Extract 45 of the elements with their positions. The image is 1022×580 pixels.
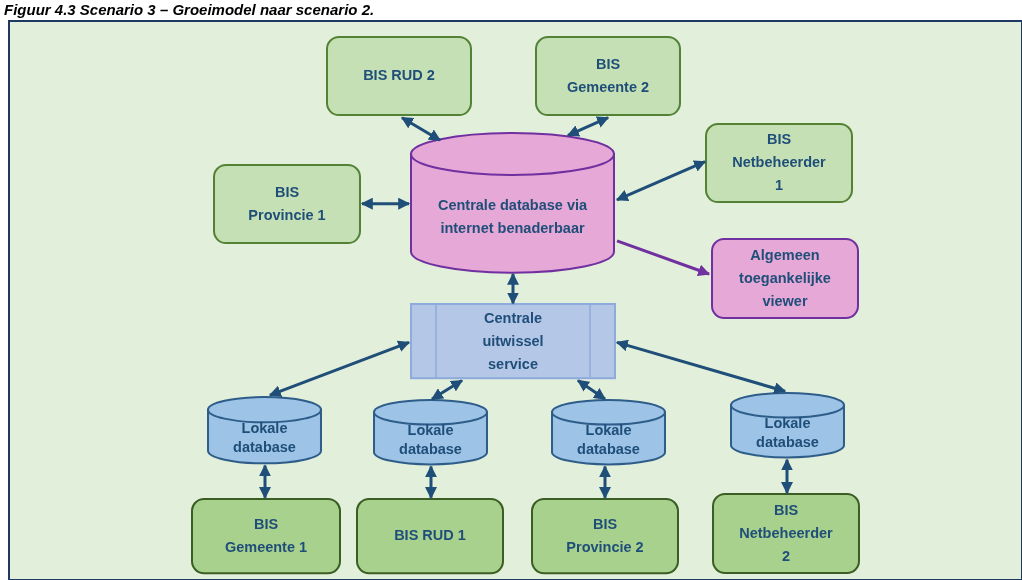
- connector-arrow: [615, 339, 787, 394]
- connector-arrow: [268, 340, 411, 397]
- connector-arrow: [781, 458, 793, 495]
- service-box: [410, 303, 616, 380]
- connector-arrow: [400, 116, 442, 142]
- system-box: [535, 35, 681, 116]
- node-label: BIS RUD 1: [394, 526, 466, 546]
- database-cylinder: [730, 392, 845, 459]
- connector-arrow: [425, 465, 437, 499]
- node-label: BIS RUD 2: [363, 66, 435, 86]
- connector-arrow: [431, 379, 463, 401]
- connector-arrow: [615, 160, 707, 202]
- node-label: Lokale database: [232, 418, 297, 457]
- node-label: BIS Provincie 1: [247, 182, 327, 225]
- connector-arrow: [577, 379, 606, 401]
- node-label: BIS Netbeheerder 2: [738, 500, 834, 566]
- connector-arrow: [566, 116, 610, 137]
- node-label: Lokale database: [755, 413, 820, 452]
- database-cylinder: [207, 396, 322, 465]
- system-box: [705, 122, 853, 203]
- node-label: Centrale uitwissel service: [481, 308, 545, 374]
- system-box: [326, 35, 472, 116]
- system-box: [531, 497, 679, 574]
- node-label: Lokale database: [576, 420, 641, 459]
- database-cylinder: [373, 399, 488, 466]
- database-cylinder: [551, 399, 666, 466]
- connector-arrow: [259, 464, 271, 499]
- connector-arrow: [507, 272, 519, 305]
- node-label: Algemeen toegankelijke viewer: [738, 245, 832, 311]
- system-box: [356, 497, 504, 574]
- node-label: BIS Gemeente 2: [565, 54, 651, 97]
- database-cylinder: [410, 132, 615, 274]
- node-label: BIS Netbeheerder 1: [731, 130, 827, 196]
- connector-arrow: [599, 465, 611, 499]
- node-label: BIS Provincie 2: [565, 514, 645, 557]
- system-box: [191, 497, 341, 574]
- system-box: [213, 163, 361, 244]
- connector-arrow: [360, 197, 411, 210]
- system-box: [711, 237, 859, 319]
- node-label: Centrale database via internet benaderbaar: [437, 195, 588, 238]
- node-label: Lokale database: [398, 420, 463, 459]
- figure-title: Figuur 4.3 Scenario 3 – Groeimodel naar scenario 2.: [4, 1, 375, 18]
- system-box: [712, 492, 860, 574]
- node-label: BIS Gemeente 1: [223, 514, 309, 557]
- connector-arrow: [616, 239, 711, 276]
